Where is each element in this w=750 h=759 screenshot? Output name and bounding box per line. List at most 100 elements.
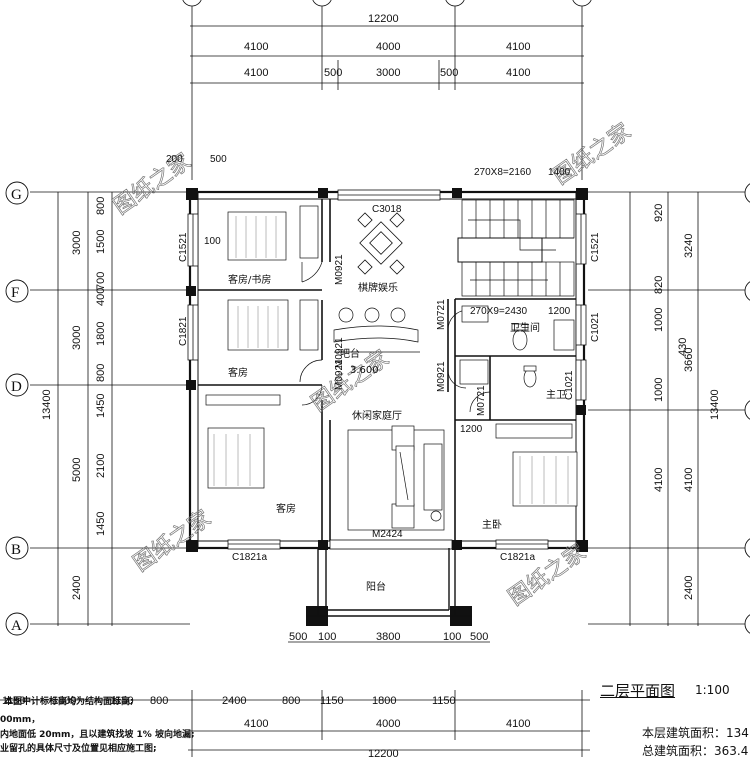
axis-label-f: F: [11, 285, 19, 301]
room-label-lounge: 休闲家庭厅: [352, 409, 402, 422]
bar-furniture: [333, 307, 420, 353]
right-inner-6: 4100: [653, 468, 665, 492]
room-label-mahjong: 棋牌娱乐: [358, 281, 398, 294]
drawing-title: 二层平面图: [600, 682, 676, 700]
windows: [187, 189, 587, 550]
door-code: M0921: [436, 361, 447, 392]
floor-area: 本层建筑面积：134: [642, 726, 749, 740]
door-code: M0721: [476, 385, 487, 416]
bottom-dim-11: 4000: [376, 718, 400, 730]
interior-walls: [198, 199, 576, 541]
left-outer-2: 3000: [71, 326, 83, 350]
balcony-dim-1: 500: [289, 631, 307, 643]
window-code: C1521: [178, 232, 189, 262]
dim-1200b: 1200: [460, 424, 483, 435]
balcony-outline: [306, 548, 472, 617]
top-dim-4: 4100: [244, 67, 268, 79]
left-inner-2: 1500: [95, 230, 107, 254]
top-axis-bubbles: [182, 0, 592, 7]
dim-100: 100: [204, 236, 221, 247]
window-code: C3018: [372, 204, 402, 215]
stair-dim-upper: 270X8=2160: [474, 167, 531, 178]
total-area: 总建筑面积：363.4: [642, 744, 749, 758]
floor-level: 3.600: [350, 365, 379, 376]
balcony-dim-4: 100: [443, 631, 461, 643]
top-dim-7: 500: [440, 67, 458, 79]
right-outer-3: 4100: [683, 468, 695, 492]
left-inner-4: 400: [95, 288, 107, 306]
right-inner-4: 430: [677, 338, 689, 356]
balcony-dim-2: 100: [318, 631, 336, 643]
left-inner-1: 800: [95, 197, 107, 215]
bottom-dim-5: 2400: [222, 695, 246, 707]
left-inner-8: 2100: [95, 454, 107, 478]
right-outer-4: 2400: [683, 576, 695, 600]
bottom-dim-8: 1800: [372, 695, 396, 707]
top-dim-5: 500: [324, 67, 342, 79]
note-line: 本图中计标标高均为结构面标高;: [4, 697, 134, 707]
sofa-furniture: [347, 425, 445, 531]
axis-label-g: G: [11, 187, 22, 203]
stair-dim-lower: 270X9=2430: [470, 306, 527, 317]
right-dimension-lines: [588, 191, 745, 626]
room-label-guest-study: 客房/书房: [228, 273, 271, 286]
note-line: 内地面低 20mm，且以建筑找坡 1% 坡向地漏;: [0, 730, 195, 740]
top-dim-6: 3000: [376, 67, 400, 79]
balcony-dim-3: 3800: [376, 631, 400, 643]
left-inner-7: 1450: [95, 394, 107, 418]
right-inner-1: 920: [653, 204, 665, 222]
bottom-dim-9: 1150: [432, 695, 456, 707]
right-inner-2: 820: [653, 276, 665, 294]
top-dim-2: 4000: [376, 41, 400, 53]
bathroom-fixtures: [459, 305, 575, 388]
left-outer-1: 3000: [71, 231, 83, 255]
left-inner-6: 800: [95, 364, 107, 382]
window-code: C1021: [564, 370, 575, 400]
drawing-scale: 1:100: [695, 683, 730, 697]
bottom-dim-3: 1150: [110, 695, 134, 707]
left-axis-bubbles: [5, 181, 29, 636]
stair: [457, 199, 575, 297]
bottom-total-dim: 12200: [368, 748, 399, 757]
door-code: M0921: [334, 254, 345, 285]
left-outer-4: 2400: [71, 576, 83, 600]
room-label-guest-1: 客房: [228, 366, 248, 379]
window-code: C1821a: [500, 552, 535, 563]
right-inner-5: 1000: [653, 378, 665, 402]
watermark: 图纸之家: [549, 119, 635, 190]
balcony-dim-5: 500: [470, 631, 488, 643]
left-inner-9: 1450: [95, 512, 107, 536]
right-outer-1: 3240: [683, 234, 695, 258]
right-inner-3: 1000: [653, 308, 665, 332]
bottom-dim-2: 1800: [52, 695, 76, 707]
watermark: 图纸之家: [504, 540, 590, 611]
right-axis-bubbles: [744, 183, 750, 634]
room-label-bathroom: 卫生间: [510, 321, 540, 334]
room-label-guest-2: 客房: [276, 502, 296, 515]
axis-label-d: D: [11, 379, 22, 395]
left-dimension-lines: [30, 191, 190, 626]
bottom-dim-12: 4100: [506, 718, 530, 730]
bottom-dim-4: 800: [150, 695, 168, 707]
bottom-dim-10: 4100: [244, 718, 268, 730]
room-label-balcony: 阳台: [366, 580, 386, 593]
door-code: M2424: [372, 529, 403, 540]
top-total-dim: 12200: [368, 13, 399, 25]
top-dim-3: 4100: [506, 41, 530, 53]
axis-label-b: B: [11, 542, 21, 558]
top-dimension-lines: [190, 0, 584, 180]
top-dim-8: 4100: [506, 67, 530, 79]
left-total-dim: 13400: [41, 389, 53, 420]
door-code: M0921: [334, 359, 345, 390]
dim-500: 500: [210, 154, 227, 165]
right-outer-2: 3660: [683, 348, 695, 372]
left-inner-5: 1800: [95, 322, 107, 346]
bottom-dim-1: 1150: [2, 695, 26, 707]
note-line: 业留孔的具体尺寸及位置见相应施工图;: [0, 744, 157, 754]
bottom-dim-6: 800: [282, 695, 300, 707]
room-label-master: 主卧: [482, 518, 502, 531]
axis-label-a: A: [11, 618, 22, 634]
window-code: C1021: [590, 312, 601, 342]
window-code: C1521: [590, 232, 601, 262]
